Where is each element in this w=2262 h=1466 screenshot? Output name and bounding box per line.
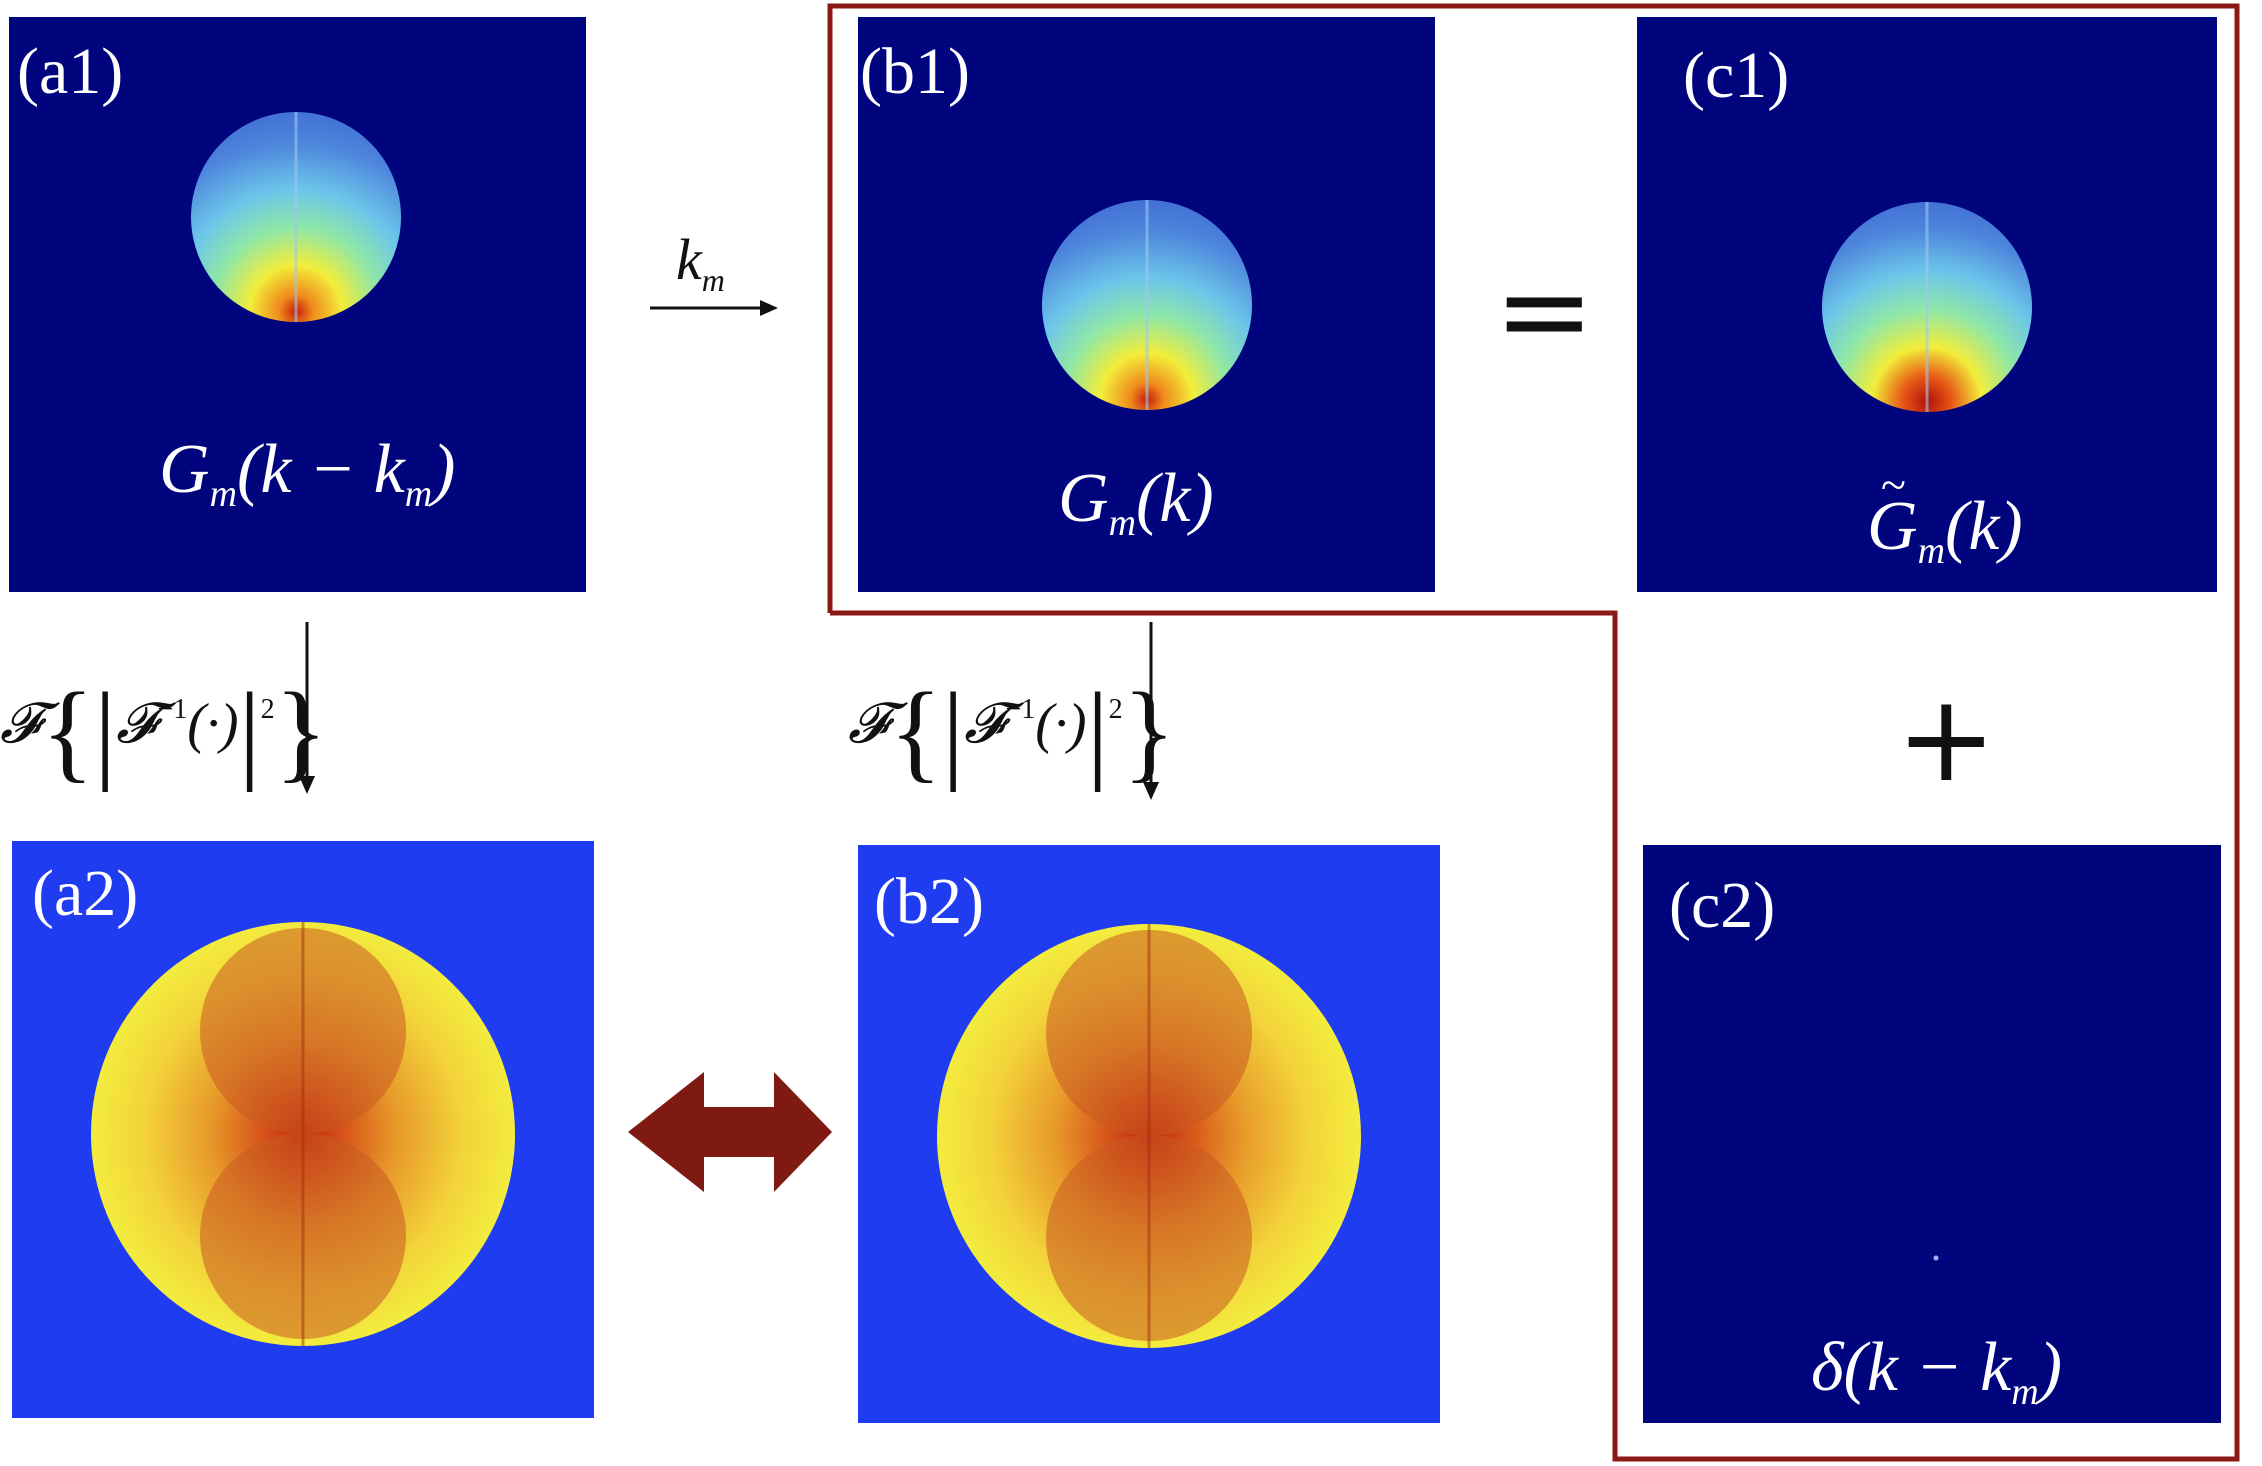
autocorrelation-disk-b2: [937, 924, 1361, 1348]
arrow-down-icon: [299, 622, 315, 794]
spectrum-disk-c1: [1822, 202, 2032, 412]
panel-a1: (a1) Gm(k − km): [9, 17, 586, 592]
arrow-down-icon: [1143, 622, 1159, 800]
arrow-right-icon: [650, 300, 778, 316]
autocorrelation-disk-a2: [91, 922, 515, 1346]
panel-label-b2: (b2): [874, 865, 984, 938]
panel-label-b1: (b1): [860, 35, 970, 108]
math-label-c2: δ(k − km): [1811, 1329, 2062, 1413]
panel-b2: (b2): [858, 845, 1440, 1423]
delta-point-c2: [1933, 1255, 1939, 1261]
plus-sign: +: [1896, 670, 1997, 809]
panel-a2: (a2): [12, 841, 594, 1418]
panel-label-a1: (a1): [17, 35, 124, 108]
math-label-b1: Gm(k): [1058, 460, 1214, 544]
panel-b1: (b1) Gm(k): [858, 17, 1435, 592]
panel-label-a2: (a2): [32, 857, 139, 930]
math-label-a1: Gm(k − km): [159, 431, 456, 515]
panel-c1: (c1) Gm(k): [1637, 17, 2217, 592]
panel-label-c2: (c2): [1669, 869, 1776, 942]
spectrum-disk-a1: [191, 112, 401, 322]
transform-formula-a: 𝓕{|𝓕−1(·)|2}: [0, 670, 328, 792]
highlight-frame: [827, 3, 2240, 1462]
panel-c2: (c2) δ(k − km): [1643, 845, 2221, 1423]
transform-formula-b: 𝓕{|𝓕−1(·)|2}: [848, 670, 1176, 792]
shift-label: km: [676, 227, 725, 298]
spectrum-disk-b1: [1042, 200, 1252, 410]
panel-label-c1: (c1): [1683, 39, 1790, 112]
math-label-c1: Gm(k): [1867, 462, 2023, 570]
equals-sign: =: [1494, 242, 1595, 381]
double-headed-arrow-icon: [628, 1072, 832, 1192]
